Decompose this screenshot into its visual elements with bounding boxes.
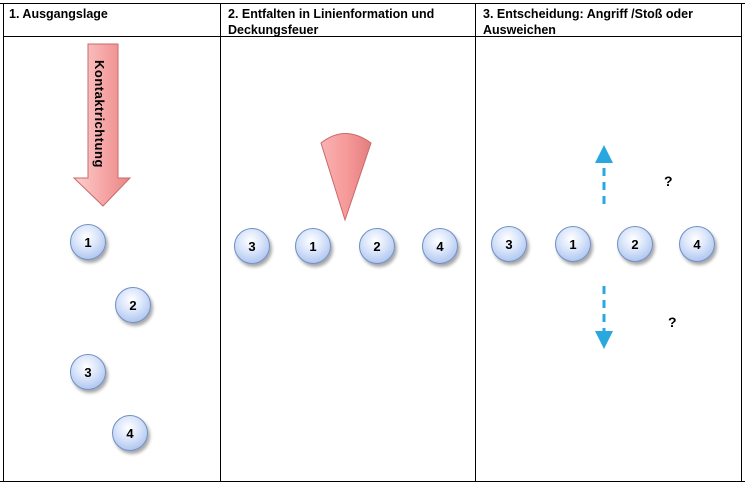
- unit-circle: 1: [555, 226, 591, 262]
- unit-circle: 4: [679, 226, 715, 262]
- cover-fire-cone: [320, 133, 372, 222]
- unit-circle: 3: [491, 226, 527, 262]
- contact-direction-label: Kontaktrichtung: [92, 60, 107, 168]
- table-border-bottom: [0, 481, 745, 482]
- unit-circle: 1: [70, 224, 106, 260]
- unit-circle: 2: [359, 228, 395, 264]
- unit-circle: 4: [112, 415, 148, 451]
- unit-circle: 1: [295, 228, 331, 264]
- table-border-right: [741, 3, 742, 482]
- table-border-top: [0, 3, 745, 4]
- question-mark-attack: ?: [664, 173, 673, 189]
- header-divider: [3, 36, 742, 37]
- column-divider-2: [475, 3, 476, 482]
- table-border-left: [3, 3, 4, 482]
- question-mark-evade: ?: [668, 314, 677, 330]
- contact-direction-arrow: [72, 43, 132, 207]
- header-ausgangslage: 1. Ausgangslage: [9, 7, 108, 21]
- unit-circle: 2: [617, 226, 653, 262]
- header-entscheidung: 3. Entscheidung: Angriff /Stoß oder Ausw…: [483, 7, 693, 37]
- header-entfalten: 2. Entfalten in Linienformation und Deck…: [228, 7, 435, 37]
- unit-circle: 2: [115, 287, 151, 323]
- unit-circle: 3: [234, 228, 270, 264]
- unit-circle: 4: [422, 228, 458, 264]
- column-divider-1: [220, 3, 221, 482]
- unit-circle: 3: [70, 354, 106, 390]
